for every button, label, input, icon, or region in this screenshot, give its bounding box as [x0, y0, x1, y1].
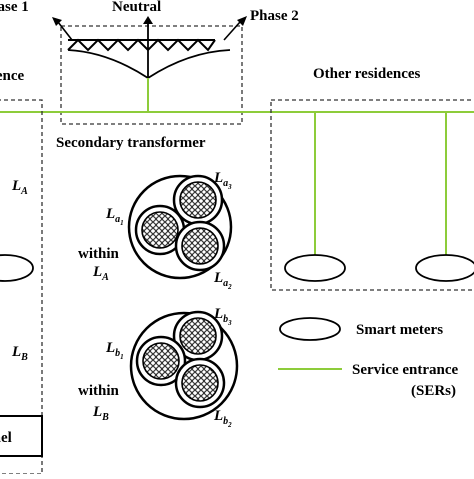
label-Lb2: Lb2	[213, 408, 232, 429]
label-L-A: LA	[11, 178, 28, 197]
label-Lb1: Lb1	[105, 340, 124, 361]
label-La3: La3	[213, 170, 232, 191]
arrow-phase2-icon	[237, 16, 247, 26]
legend-sers-label: (SERs)	[411, 383, 456, 399]
neutral-label: Neutral	[112, 0, 161, 15]
legend-service-entrance-label: Service entrance	[352, 362, 459, 378]
phase1-label: Phase 1	[0, 0, 29, 15]
label-L-B: LB	[11, 344, 28, 363]
smart-meter-1	[284, 254, 346, 282]
residence-smart-meter-a	[0, 254, 34, 282]
legend-smart-meter-icon	[279, 317, 341, 341]
panel-box	[0, 415, 43, 457]
cable-b-cross-section	[129, 310, 239, 421]
cable-a-within-label: within	[78, 246, 120, 262]
secondary-wires	[67, 49, 231, 80]
transformer-coil	[67, 38, 216, 52]
label-within-L-B: LB	[92, 404, 109, 423]
label-La1: La1	[105, 206, 124, 227]
other-residences-box	[270, 99, 474, 291]
label-Lb3: Lb3	[213, 306, 232, 327]
secondary-transformer-label: Secondary transformer	[56, 135, 206, 151]
phase2-label: Phase 2	[250, 8, 299, 24]
arrow-phase1-icon	[52, 17, 62, 26]
cable-b-within-label: within	[78, 383, 120, 399]
arrow-neutral-icon	[143, 16, 153, 24]
other-residences-label: Other residences	[313, 66, 421, 82]
residence-label: Residence	[0, 68, 24, 84]
label-La2: La2	[213, 270, 232, 291]
panel-label: Panel	[0, 430, 12, 446]
cable-a-cross-section	[127, 174, 233, 280]
label-within-L-A: LA	[92, 264, 109, 283]
legend-smart-meters-label: Smart meters	[356, 322, 443, 338]
smart-meter-2	[415, 254, 474, 282]
